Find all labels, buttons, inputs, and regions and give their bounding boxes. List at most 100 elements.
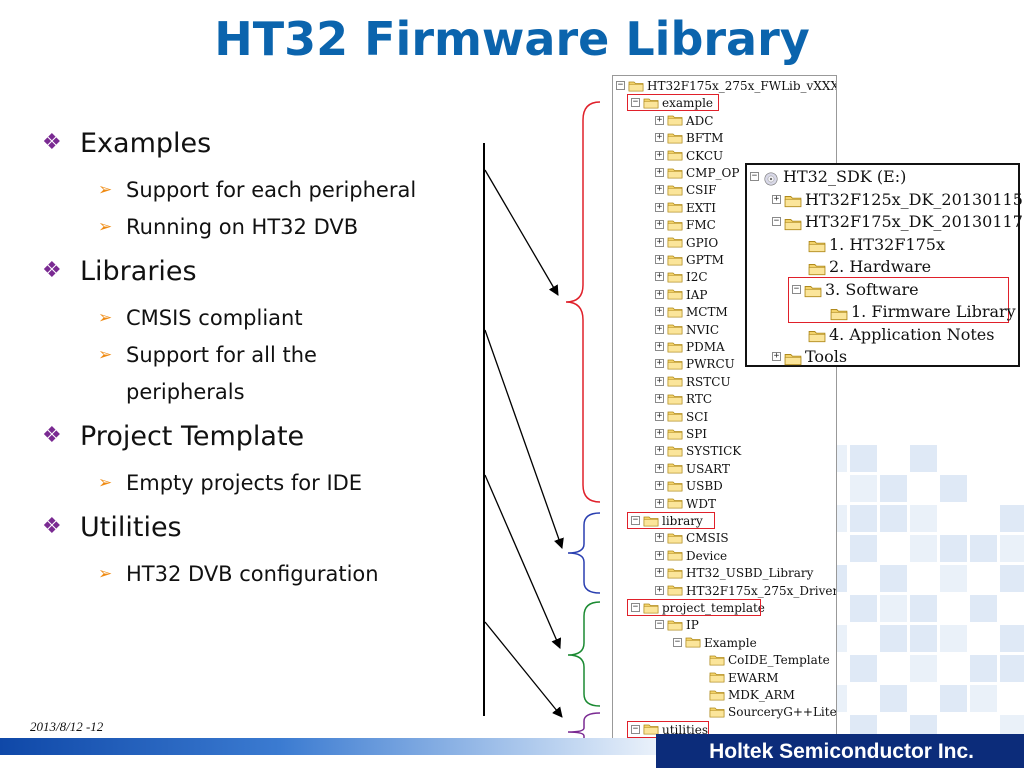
expand-icon[interactable]: + xyxy=(655,584,664,595)
sdk-item[interactable]: 4. Application Notes xyxy=(808,324,994,346)
tree-item[interactable]: SourceryG++Lite xyxy=(709,704,836,721)
sdk-drive[interactable]: −HT32_SDK (E:) xyxy=(750,167,907,186)
tree-item[interactable]: CoIDE_Template xyxy=(709,652,830,669)
decorative-tile xyxy=(910,445,937,472)
tree-item[interactable]: +HT32_USBD_Library xyxy=(655,566,814,581)
tree-item[interactable]: +CKCU xyxy=(655,148,724,163)
slide-title: HT32 Firmware Library xyxy=(214,12,810,66)
tree-item[interactable]: +MCTM xyxy=(655,305,728,320)
expand-icon[interactable]: + xyxy=(655,428,664,438)
collapse-icon[interactable]: − xyxy=(772,216,781,226)
arrowhead-icon: ➢ xyxy=(98,217,113,237)
tree-item[interactable]: +CMP_OP xyxy=(655,166,740,180)
expand-icon[interactable]: + xyxy=(655,132,664,143)
expand-icon[interactable]: + xyxy=(655,149,664,160)
collapse-icon[interactable]: − xyxy=(673,636,682,647)
expand-icon[interactable]: + xyxy=(655,480,664,491)
expand-icon[interactable]: + xyxy=(655,114,664,125)
divider-line xyxy=(483,143,485,716)
tree-item[interactable]: +HT32F175x_275x_Driver xyxy=(655,583,837,598)
expand-icon[interactable]: + xyxy=(655,201,664,212)
collapse-icon[interactable]: − xyxy=(616,80,625,90)
collapse-icon[interactable]: − xyxy=(792,283,801,294)
expand-icon[interactable]: + xyxy=(655,323,664,334)
tree-item[interactable]: +GPIO xyxy=(655,235,719,250)
sdk-kit-125x[interactable]: +HT32F125x_DK_20130115 xyxy=(772,189,1023,209)
folder-icon xyxy=(709,706,725,718)
sdk-kit-175x[interactable]: −HT32F175x_DK_20130117 xyxy=(772,212,1023,231)
expand-icon[interactable]: + xyxy=(655,358,664,369)
tree-folder-example[interactable]: −example xyxy=(631,96,714,111)
expand-icon[interactable]: + xyxy=(655,445,664,456)
expand-icon[interactable]: + xyxy=(655,567,664,578)
tree-item[interactable]: +USART xyxy=(655,461,730,476)
expand-icon[interactable]: + xyxy=(655,219,664,230)
collapse-icon[interactable]: − xyxy=(631,723,640,734)
bullet-libraries: ❖ Libraries xyxy=(42,256,197,287)
expand-icon[interactable]: + xyxy=(655,497,664,508)
expand-icon[interactable]: + xyxy=(655,549,664,560)
expand-icon[interactable]: + xyxy=(655,271,664,282)
tree-item[interactable]: +ADC xyxy=(655,113,714,128)
sdk-item-software[interactable]: −3. Software xyxy=(792,279,919,299)
collapse-icon[interactable]: − xyxy=(631,515,640,525)
expand-icon[interactable]: + xyxy=(655,532,664,543)
firmware-tree-view[interactable]: −HT32F175x_275x_FWLib_vXXX −example +ADC +B… xyxy=(612,75,837,755)
expand-icon[interactable]: + xyxy=(655,375,664,386)
folder-icon xyxy=(667,410,683,422)
tree-folder-library[interactable]: −library xyxy=(631,514,703,528)
expand-icon[interactable]: + xyxy=(655,306,664,317)
sdk-item[interactable]: 2. Hardware xyxy=(808,256,931,278)
tree-item[interactable]: EWARM xyxy=(709,670,778,687)
tree-item[interactable]: +PWRCU xyxy=(655,357,735,372)
tree-folder-project-template[interactable]: −project_template xyxy=(631,601,765,615)
four-diamond-icon: ❖ xyxy=(42,130,62,155)
sdk-item-firmware-library[interactable]: 1. Firmware Library xyxy=(830,301,1016,323)
tree-item[interactable]: +I2C xyxy=(655,270,708,285)
tree-item[interactable]: +FMC xyxy=(655,218,716,233)
expand-icon[interactable]: + xyxy=(655,254,664,264)
arrowhead-icon: ➢ xyxy=(98,308,113,328)
folder-icon xyxy=(667,184,683,196)
expand-icon[interactable]: + xyxy=(655,184,664,195)
tree-item[interactable]: +USBD xyxy=(655,479,723,494)
expand-icon[interactable]: + xyxy=(655,167,664,177)
tree-item[interactable]: +IAP xyxy=(655,287,708,302)
sdk-tree-view[interactable]: −HT32_SDK (E:) +HT32F125x_DK_20130115 −HT3… xyxy=(745,163,1023,367)
tree-item[interactable]: +GPTM xyxy=(655,253,724,267)
expand-icon[interactable]: + xyxy=(655,462,664,473)
tree-item[interactable]: +EXTI xyxy=(655,200,717,215)
expand-icon[interactable]: + xyxy=(655,410,664,421)
tree-folder-utilities[interactable]: −utilities xyxy=(631,722,708,737)
collapse-icon[interactable]: − xyxy=(631,97,640,108)
tree-item[interactable]: +Device xyxy=(655,548,728,563)
tree-item[interactable]: +SYSTICK xyxy=(655,444,742,459)
sdk-item-tools[interactable]: +Tools xyxy=(772,347,848,366)
decorative-tile xyxy=(940,685,967,712)
tree-folder-example-sub[interactable]: −Example xyxy=(673,635,757,650)
tree-root[interactable]: −HT32F175x_275x_FWLib_vXXX xyxy=(616,79,837,93)
tree-item[interactable]: +PDMA xyxy=(655,340,725,354)
tree-item[interactable]: +SCI xyxy=(655,409,709,424)
expand-icon[interactable]: + xyxy=(655,236,664,247)
tree-folder-ip[interactable]: −IP xyxy=(655,618,699,633)
tree-item[interactable]: +CSIF xyxy=(655,183,717,198)
folder-icon xyxy=(667,236,683,248)
expand-icon[interactable]: + xyxy=(655,393,664,404)
collapse-icon[interactable]: − xyxy=(631,602,640,612)
tree-item[interactable]: +CMSIS xyxy=(655,531,729,546)
collapse-icon[interactable]: − xyxy=(750,171,759,181)
tree-item[interactable]: +NVIC xyxy=(655,322,720,337)
expand-icon[interactable]: + xyxy=(655,341,664,351)
tree-item[interactable]: MDK_ARM xyxy=(709,687,795,704)
tree-item[interactable]: +SPI xyxy=(655,427,708,441)
collapse-icon[interactable]: − xyxy=(655,619,664,630)
tree-item[interactable]: +RSTCU xyxy=(655,374,731,389)
expand-icon[interactable]: + xyxy=(655,288,664,299)
expand-icon[interactable]: + xyxy=(772,193,781,204)
tree-item[interactable]: +WDT xyxy=(655,496,716,511)
expand-icon[interactable]: + xyxy=(772,351,781,361)
tree-item[interactable]: +BFTM xyxy=(655,131,724,146)
sdk-item[interactable]: 1. HT32F175x xyxy=(808,234,945,256)
tree-item[interactable]: +RTC xyxy=(655,392,713,407)
